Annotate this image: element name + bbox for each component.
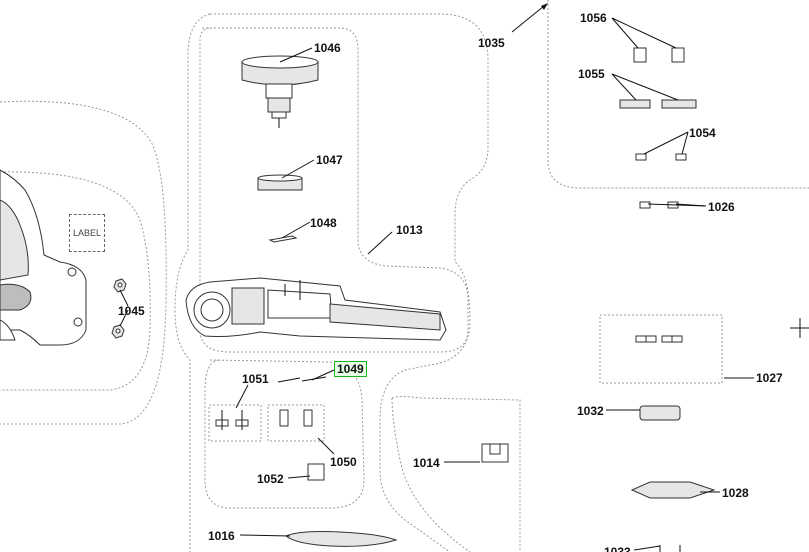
callout-1014[interactable]: 1014: [413, 456, 440, 470]
region-outline-right-lower: [391, 397, 471, 552]
callout-1049[interactable]: 1049: [334, 361, 367, 377]
part-1033: [659, 545, 681, 552]
part-1016: [285, 531, 398, 547]
part-1014: [481, 443, 509, 463]
region-outline-left-inner: [0, 171, 151, 391]
part-1050-group: [208, 404, 325, 442]
part-1027-group: [599, 314, 723, 384]
callout-1056[interactable]: 1056: [580, 11, 607, 25]
callout-1047[interactable]: 1047: [316, 153, 343, 167]
callout-1013[interactable]: 1013: [396, 223, 423, 237]
callout-1027[interactable]: 1027: [756, 371, 783, 385]
callout-1045[interactable]: 1045: [118, 304, 145, 318]
callout-1026[interactable]: 1026: [708, 200, 735, 214]
region-outline-center: [210, 13, 489, 552]
part-1055: [619, 99, 697, 109]
region-outline-right-lower-2: [391, 396, 521, 552]
callout-1046[interactable]: 1046: [314, 41, 341, 55]
callout-1033[interactable]: 1033: [604, 545, 631, 552]
label-placeholder-box: LABEL: [69, 214, 105, 252]
callout-1032[interactable]: 1032: [577, 404, 604, 418]
part-1046: [241, 55, 319, 128]
part-edge-crosshair: [790, 318, 809, 338]
part-1013-housing: [185, 277, 447, 341]
callout-1028[interactable]: 1028: [722, 486, 749, 500]
region-outline-lower-center: [204, 359, 365, 509]
callout-1055[interactable]: 1055: [578, 67, 605, 81]
part-1028: [630, 481, 716, 499]
part-1032: [639, 405, 681, 421]
part-1051-pin: [277, 377, 301, 383]
region-outline-center-left: [174, 13, 211, 552]
region-outline-left: [0, 100, 167, 425]
part-1047: [257, 174, 303, 191]
callout-1051[interactable]: 1051: [242, 372, 269, 386]
callout-1016[interactable]: 1016: [208, 529, 235, 543]
callout-1048[interactable]: 1048: [310, 216, 337, 230]
tool-housing: [0, 169, 87, 346]
leader-lines: [119, 3, 754, 551]
callout-1035[interactable]: 1035: [478, 36, 505, 50]
part-1027: [635, 335, 683, 343]
callout-1054[interactable]: 1054: [689, 126, 716, 140]
region-outline-right-top: [547, 0, 809, 189]
part-1052: [307, 463, 325, 481]
part-1054: [635, 153, 687, 161]
part-1056: [633, 47, 685, 63]
callout-1052[interactable]: 1052: [257, 472, 284, 486]
part-1048: [268, 235, 298, 243]
callout-1050[interactable]: 1050: [330, 455, 357, 469]
